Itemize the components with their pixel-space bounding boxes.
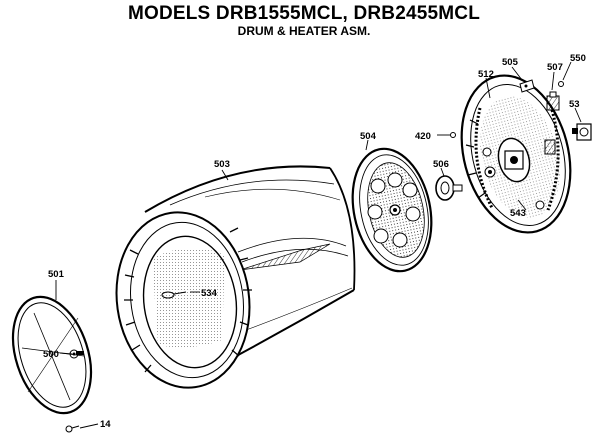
part-420 bbox=[450, 132, 456, 138]
bearing bbox=[435, 175, 463, 201]
callout-507: 507 bbox=[547, 62, 563, 73]
callout-500: 500 bbox=[43, 349, 59, 360]
drum bbox=[115, 163, 356, 389]
leader-lines bbox=[55, 61, 582, 429]
front-seal-ring bbox=[11, 295, 93, 415]
part-550 bbox=[558, 81, 564, 87]
diagram-subtitle: DRUM & HEATER ASM. bbox=[237, 24, 371, 38]
callout-543: 543 bbox=[510, 208, 526, 219]
part-505 bbox=[519, 79, 535, 93]
callout-505: 505 bbox=[502, 57, 519, 68]
part-507 bbox=[546, 91, 560, 111]
callout-550: 550 bbox=[570, 53, 586, 64]
rear-drum-plate bbox=[351, 147, 433, 273]
part-53 bbox=[572, 123, 592, 141]
callout-14: 14 bbox=[100, 419, 111, 430]
callout-506: 506 bbox=[433, 159, 449, 170]
callout-53: 53 bbox=[569, 99, 580, 110]
diagram-title: MODELS DRB1555MCL, DRB2455MCL bbox=[127, 3, 481, 24]
callout-512: 512 bbox=[478, 69, 494, 80]
screw-14 bbox=[65, 425, 80, 433]
callout-labels: 501 500 14 503 534 504 506 420 512 505 5… bbox=[43, 53, 586, 430]
callout-503: 503 bbox=[214, 159, 230, 170]
callout-504: 504 bbox=[360, 131, 377, 142]
callout-501: 501 bbox=[48, 269, 65, 280]
callout-420: 420 bbox=[415, 131, 431, 142]
rear-bulkhead bbox=[460, 74, 572, 234]
callout-534: 534 bbox=[201, 288, 218, 299]
